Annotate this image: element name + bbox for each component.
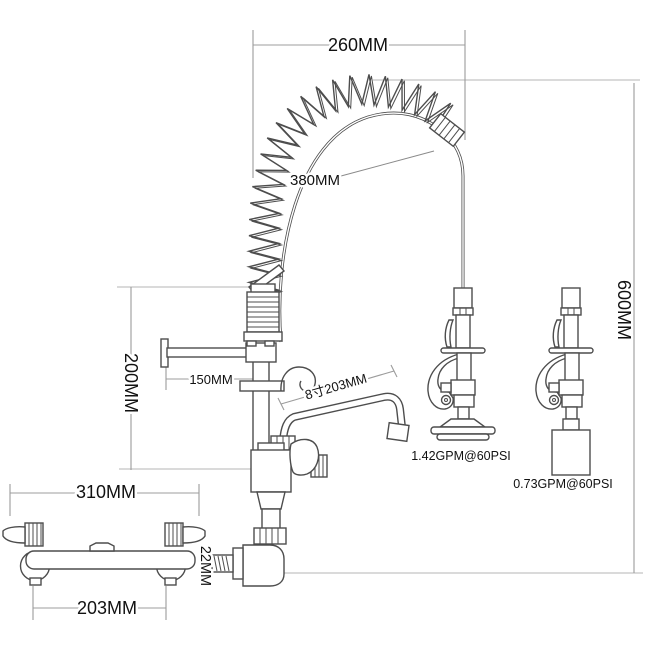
cylinder-nozzle	[551, 429, 591, 476]
flex-hose	[278, 111, 465, 343]
label-310mm: 310MM	[76, 482, 136, 502]
valve-body	[250, 449, 292, 493]
inlet-elbow	[211, 527, 287, 587]
coil-spring	[246, 74, 454, 301]
hose-outline	[278, 111, 465, 343]
reference-lines	[117, 79, 643, 574]
valve-handle-knob	[289, 438, 320, 476]
center-hub	[89, 542, 115, 552]
spray-bell	[437, 418, 488, 428]
wall-bracket-arm	[166, 347, 248, 358]
swing-spout	[270, 392, 410, 451]
spout-nozzle-tip	[386, 421, 410, 443]
hook-collar	[239, 380, 285, 392]
spring-zigzag-double	[249, 75, 454, 301]
bracket-clamp	[245, 342, 277, 363]
label-380mm: 380MM	[290, 172, 340, 189]
bonnet-left	[24, 522, 44, 547]
label-flow-main: 1.42GPM@60PSI	[411, 449, 511, 463]
label-600mm: 600MM	[614, 280, 634, 340]
spring-retainer	[243, 264, 286, 347]
spray-head-main	[427, 287, 496, 441]
elbow-nut	[253, 527, 287, 545]
dim-spout-tick-right	[390, 364, 398, 378]
spray-face-flange	[430, 426, 496, 435]
elbow-body	[242, 544, 285, 587]
label-flow-alt: 0.73GPM@60PSI	[513, 477, 613, 491]
dim-spout	[280, 370, 395, 405]
hose-inner	[279, 112, 464, 343]
riser-column	[160, 264, 410, 587]
label-203mm: 203MM	[77, 598, 137, 618]
bonnet-right	[164, 522, 184, 547]
dimension-lines	[9, 30, 635, 620]
spring-zigzag	[246, 74, 452, 299]
label-150mm: 150MM	[189, 372, 232, 387]
nozzle-connector	[562, 418, 580, 431]
hanger-hook	[280, 366, 317, 392]
hose-fitting	[428, 112, 466, 148]
label-spout-reach: 8寸203MM	[303, 371, 368, 403]
threaded-nipple	[211, 554, 234, 573]
fitting-body	[428, 112, 466, 148]
faucet-body-bar	[25, 550, 196, 570]
label-260mm: 260MM	[328, 35, 388, 55]
label-22mm: 22MM	[197, 546, 213, 586]
lever-right	[182, 526, 206, 544]
lever-left	[2, 526, 26, 544]
inlet-flange	[232, 547, 244, 580]
spray-head-alt	[535, 287, 594, 476]
addon-valve	[250, 438, 328, 530]
label-200mm: 200MM	[121, 353, 141, 413]
spray-face-plate	[436, 433, 490, 441]
wall-mount-faucet	[2, 522, 206, 586]
leader-380	[340, 150, 435, 177]
dim-spout-tick-left	[277, 397, 285, 411]
